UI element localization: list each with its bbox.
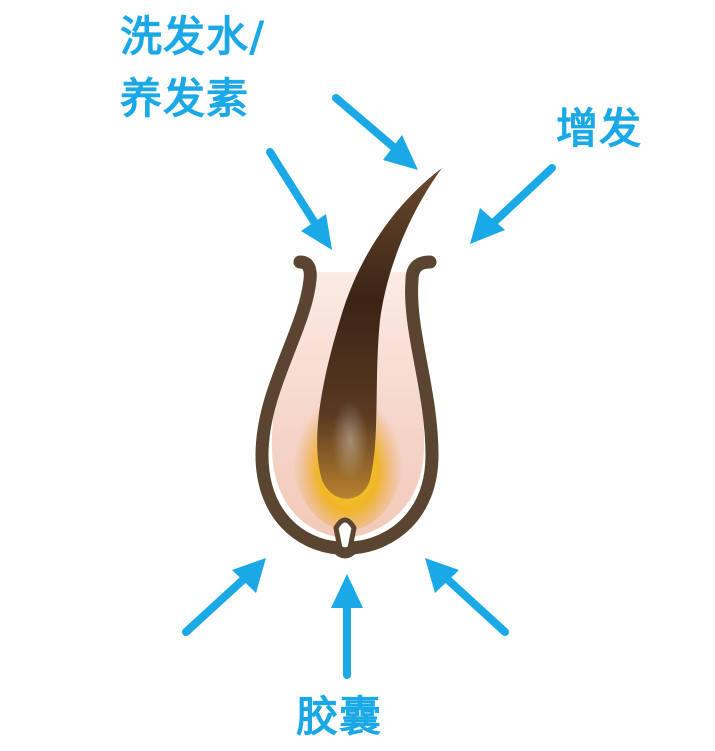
label-hair-growth: 增发 [556,104,643,153]
arrow-shampoo-top [332,94,418,170]
arrow-bottom-center [331,574,363,679]
hair-shine [332,400,368,480]
label-follicle: 胶囊 [296,692,383,741]
label-shampoo-line1: 洗发水/ [120,12,266,61]
arrow-hair-growth [470,164,556,244]
arrow-bottom-left [182,558,266,636]
arrow-bottom-right [425,558,509,636]
arrow-shampoo-left [266,148,332,250]
dermal-papilla-notch [333,517,357,553]
label-shampoo-line2: 养发素 [120,74,250,123]
